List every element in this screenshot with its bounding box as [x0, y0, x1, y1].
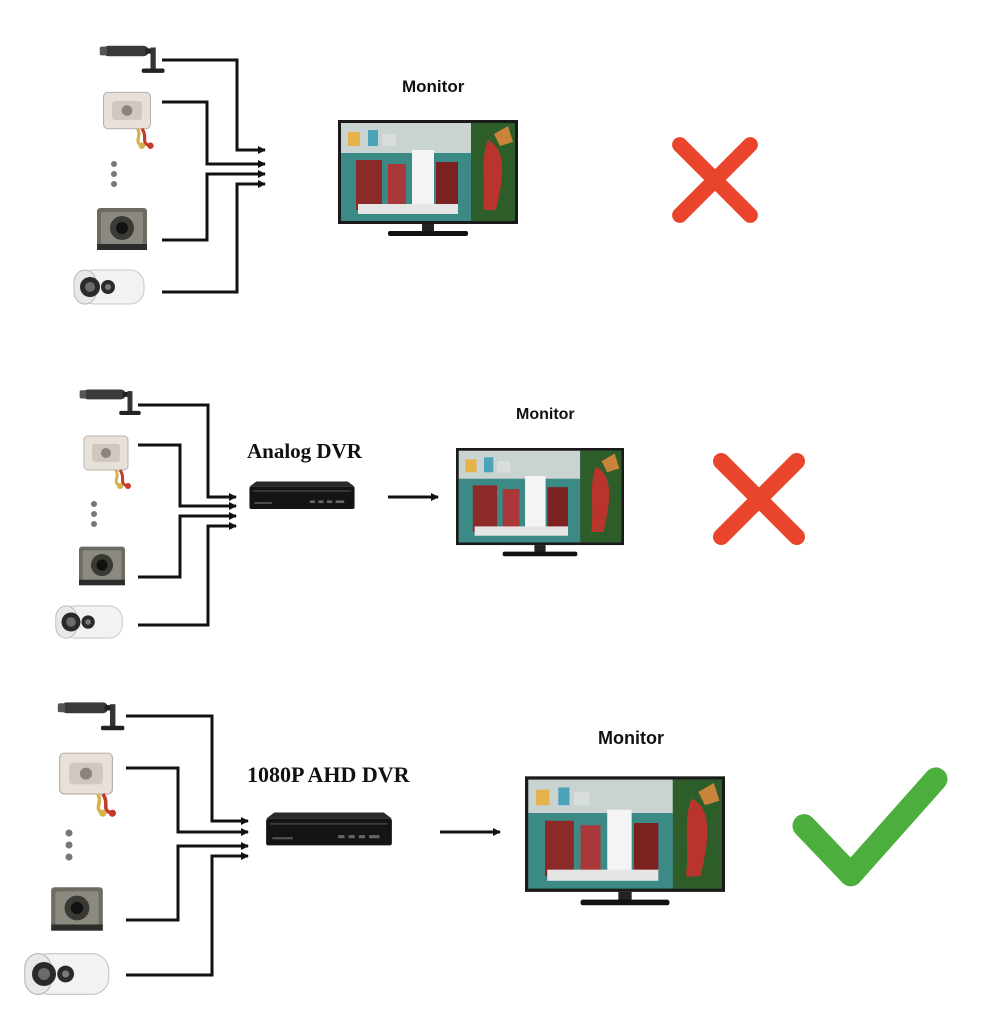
mini-camera-icon	[74, 543, 130, 589]
dvr-device-icon	[262, 810, 396, 852]
mini-camera-icon	[92, 204, 152, 254]
dome-camera-icon	[20, 944, 116, 1004]
dome-camera-icon	[70, 260, 150, 314]
bullet-camera-icon	[56, 692, 128, 738]
monitor-icon	[525, 776, 725, 910]
cross-icon	[660, 125, 770, 235]
dome-camera-icon	[52, 597, 128, 647]
dvr-label: 1080P AHD DVR	[247, 762, 410, 787]
bullet-camera-icon	[78, 380, 144, 422]
cross-icon	[700, 440, 818, 558]
dvr-label: Analog DVR	[247, 439, 362, 463]
mini-camera-icon	[46, 882, 108, 936]
check-icon	[785, 760, 955, 898]
monitor-label: Monitor	[402, 77, 465, 96]
box-camera-icon	[76, 430, 136, 490]
section1-wires	[162, 58, 266, 294]
monitor-icon	[455, 448, 625, 560]
section3-wires	[126, 714, 501, 977]
dvr-device-icon	[246, 478, 358, 516]
more-cameras-dots-icon	[111, 161, 117, 187]
bullet-camera-icon	[98, 36, 168, 80]
box-camera-icon	[50, 746, 122, 818]
more-cameras-dots-icon	[91, 501, 97, 527]
section2-wires	[138, 403, 439, 627]
monitor-label: Monitor	[516, 406, 575, 423]
more-cameras-dots-icon	[65, 829, 73, 861]
monitor-icon	[338, 120, 518, 240]
box-camera-icon	[95, 86, 159, 150]
monitor-label: Monitor	[598, 728, 664, 748]
